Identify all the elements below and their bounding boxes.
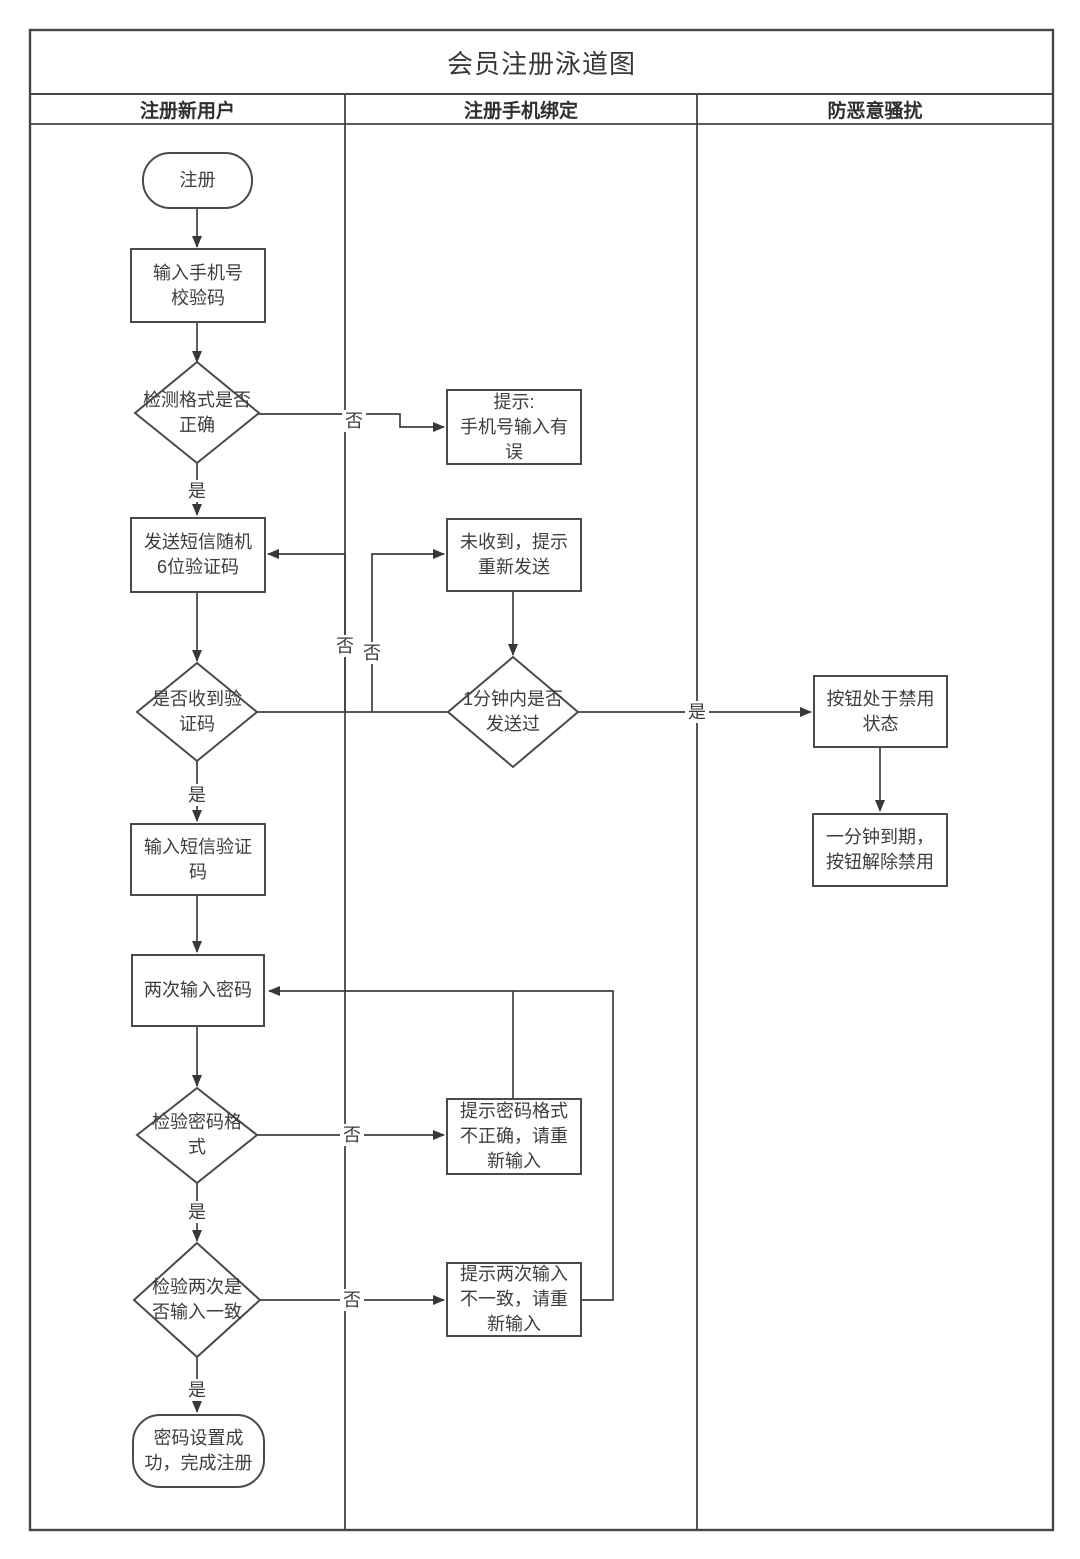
node-1min-check: 1分钟内是否 发送过 [462,689,563,734]
edge-label-no-received: 否 [360,642,384,664]
edge-check-format-no [257,413,445,432]
node-input-phone: 输入手机号 校验码 [130,248,266,323]
edge-label-no-pwd-match: 否 [340,1289,364,1311]
node-check-format-shape [133,360,261,465]
outer-frame [28,28,1055,1532]
node-check-pwd-match-shape [132,1241,262,1359]
edge-feedback-to-password [268,986,614,1301]
edge-label-no-resend: 否 [333,635,357,657]
node-received-check: 是否收到验 证码 [152,689,242,734]
node-received-check-shape [135,661,259,763]
node-tip-pwd-mismatch: 提示两次输入 不一致，请重 新输入 [446,1262,582,1337]
node-check-pwd-format: 检验密码格 式 [152,1112,242,1157]
node-check-pwd-match: 检验两次是 否输入一致 [152,1277,242,1322]
edge-label-yes-format: 是 [185,480,209,502]
diamonds [132,360,580,1359]
edge-label-yes-received: 是 [185,784,209,806]
lane-header-phone-binding: 注册手机绑定 [463,100,578,122]
lane-header-new-user: 注册新用户 [139,100,235,122]
edge-label-yes-pwd-format: 是 [185,1201,209,1223]
diagram-title: 会员注册泳道图 [446,48,636,79]
edge-label-yes-pwd-match: 是 [185,1379,209,1401]
lane-header-anti-harassment: 防恶意骚扰 [827,100,923,122]
node-check-format: 检测格式是否 正确 [143,390,251,435]
edge-label-yes-1min: 是 [685,701,709,723]
node-btn-enabled: 一分钟到期， 按钮解除禁用 [812,813,948,887]
node-tip-pwd-format: 提示密码格式 不正确，请重 新输入 [446,1098,582,1175]
node-not-received: 未收到，提示 重新发送 [446,518,582,592]
node-1min-check-shape [446,655,580,769]
node-check-pwd-format-shape [135,1086,259,1185]
node-done: 密码设置成 功，完成注册 [132,1414,265,1488]
edge-to-not-received [371,549,445,712]
node-start: 注册 [142,152,253,209]
node-input-password: 两次输入密码 [131,954,265,1027]
node-input-sms-code: 输入短信验证 码 [130,823,266,896]
node-btn-disabled: 按钮处于禁用 状态 [813,675,948,748]
node-tip-phone-error: 提示: 手机号输入有 误 [446,389,582,465]
node-send-sms: 发送短信随机 6位验证码 [130,517,266,593]
edge-1min-no-resend [267,549,346,712]
edge-label-no-pwd-format: 否 [340,1124,364,1146]
edge-label-no-format: 否 [342,410,366,432]
